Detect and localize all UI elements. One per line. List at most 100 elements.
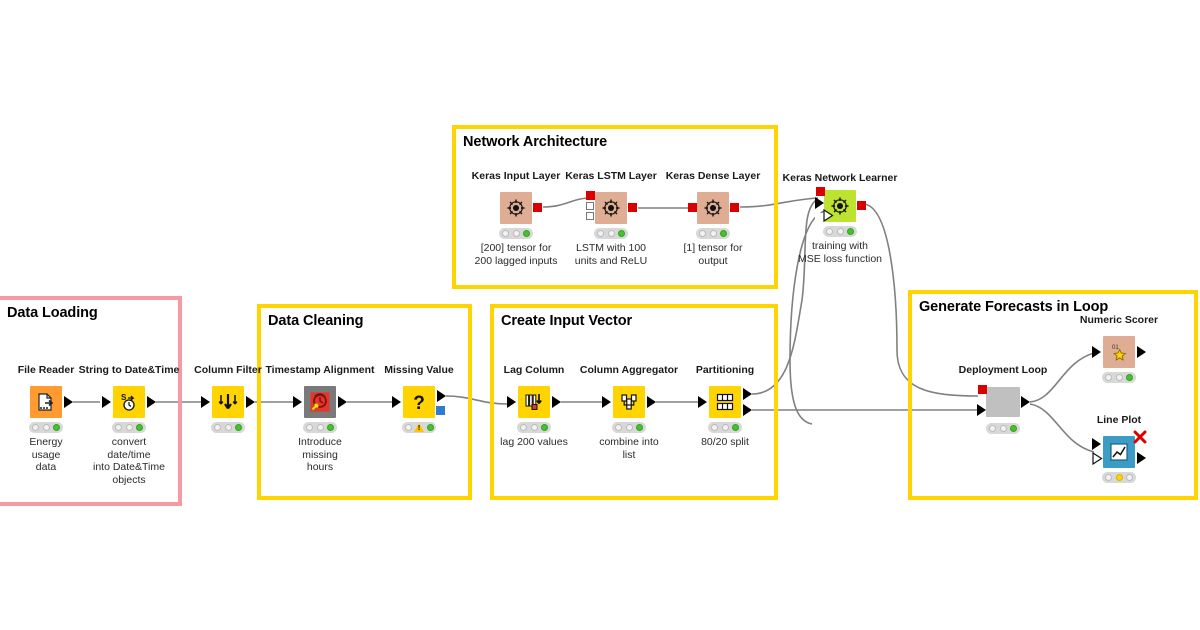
numeric-scorer-icon[interactable]: 01 <box>1103 336 1135 368</box>
port-in-partitioning[interactable] <box>698 396 707 408</box>
port-out-string-to-datetime[interactable] <box>147 396 156 408</box>
annotation-group-data-loading[interactable]: Data Loading <box>0 296 182 506</box>
port-in-keras-lstm-layer-optional-2[interactable] <box>586 212 594 220</box>
port-in-keras-lstm-layer-tensor[interactable] <box>586 191 595 200</box>
port-in-lag-column[interactable] <box>507 396 516 408</box>
lag-column-icon[interactable] <box>518 386 550 418</box>
led-warning <box>414 422 424 433</box>
node-title-numeric-scorer: Numeric Scorer <box>1079 314 1159 326</box>
node-title-column-filter: Column Filter <box>194 364 262 376</box>
led-queued <box>607 230 615 237</box>
column-filter-icon[interactable] <box>212 386 244 418</box>
led-executed <box>635 424 643 431</box>
metanode-icon[interactable] <box>986 387 1020 417</box>
port-out-line-plot[interactable] <box>1137 452 1146 464</box>
port-in-timestamp-alignment[interactable] <box>293 396 302 408</box>
port-out-keras-dense-layer[interactable] <box>730 203 739 212</box>
port-out-file-reader[interactable] <box>64 396 73 408</box>
close-icon[interactable] <box>1133 430 1147 444</box>
status-numeric-scorer <box>1102 372 1136 383</box>
led-idle <box>306 424 314 431</box>
led-queued <box>224 424 232 431</box>
keras-layer-icon[interactable] <box>595 192 627 224</box>
annotation-group-generate-forecasts[interactable]: Generate Forecasts in Loop <box>908 290 1198 500</box>
port-out-lag-column[interactable] <box>552 396 561 408</box>
port-in-column-aggregator[interactable] <box>602 396 611 408</box>
port-out-timestamp-alignment[interactable] <box>338 396 347 408</box>
port-in-numeric-scorer[interactable] <box>1092 346 1101 358</box>
file-reader-icon[interactable] <box>30 386 62 418</box>
annotation-group-network-architecture[interactable]: Network Architecture <box>452 125 778 289</box>
led-queued <box>530 424 538 431</box>
missing-value-icon[interactable]: ? <box>403 386 435 418</box>
status-keras-network-learner <box>823 226 857 237</box>
status-keras-dense-layer <box>696 228 730 239</box>
node-title-column-aggregator: Column Aggregator <box>579 364 679 376</box>
string-to-datetime-icon[interactable]: S <box>113 386 145 418</box>
status-deployment-loop <box>986 423 1020 434</box>
partitioning-icon[interactable] <box>709 386 741 418</box>
node-title-missing-value: Missing Value <box>384 364 454 376</box>
led-queued <box>709 230 717 237</box>
port-out-partitioning-first[interactable] <box>743 388 752 400</box>
port-out-keras-network-learner[interactable] <box>857 201 866 210</box>
node-desc-keras-lstm-layer: LSTM with 100 units and ReLU <box>574 242 648 267</box>
status-line-plot <box>1102 472 1136 483</box>
port-in-keras-lstm-layer-optional-1[interactable] <box>586 202 594 210</box>
node-desc-column-aggregator: combine into list <box>599 436 659 461</box>
port-in-keras-network-learner-flow-outline <box>815 208 834 222</box>
led-queued <box>42 424 50 431</box>
port-in-line-plot-data[interactable] <box>1092 438 1101 450</box>
led-queued <box>721 424 729 431</box>
timestamp-alignment-icon[interactable] <box>304 386 336 418</box>
node-title-partitioning: Partitioning <box>695 364 755 376</box>
led-executed <box>719 230 727 237</box>
port-in-keras-network-learner-data[interactable] <box>815 197 824 209</box>
status-partitioning <box>708 422 742 433</box>
annotation-group-create-input-vector[interactable]: Create Input Vector <box>490 304 778 500</box>
port-out-partitioning-second[interactable] <box>743 404 752 416</box>
node-desc-lag-column: lag 200 values <box>500 436 568 448</box>
port-out-keras-lstm-layer[interactable] <box>628 203 637 212</box>
led-idle <box>520 424 528 431</box>
port-in-column-filter[interactable] <box>201 396 210 408</box>
column-aggregator-icon[interactable] <box>613 386 645 418</box>
led-idle <box>711 424 719 431</box>
port-in-missing-value[interactable] <box>392 396 401 408</box>
port-out-deployment-loop[interactable] <box>1021 396 1030 408</box>
status-file-reader <box>29 422 63 433</box>
port-in-deployment-loop-data[interactable] <box>977 404 986 416</box>
node-desc-partitioning: 80/20 split <box>701 436 749 448</box>
node-title-text: Keras Network Learner <box>782 172 898 184</box>
status-column-filter <box>211 422 245 433</box>
port-out-column-aggregator[interactable] <box>647 396 656 408</box>
port-out-keras-input-layer[interactable] <box>533 203 542 212</box>
keras-layer-icon[interactable] <box>697 192 729 224</box>
annotation-group-data-cleaning[interactable]: Data Cleaning <box>257 304 472 500</box>
port-in-line-plot-flow[interactable] <box>1092 451 1103 470</box>
port-in-keras-dense-layer[interactable] <box>688 203 697 212</box>
led-executed <box>731 424 739 431</box>
port-out-numeric-scorer[interactable] <box>1137 346 1146 358</box>
port-in-keras-network-learner-network[interactable] <box>816 187 825 196</box>
keras-layer-icon[interactable] <box>500 192 532 224</box>
port-in-string-to-datetime[interactable] <box>102 396 111 408</box>
status-string-to-datetime <box>112 422 146 433</box>
port-in-deployment-loop-network[interactable] <box>978 385 987 394</box>
port-out-missing-value-model[interactable] <box>436 406 445 415</box>
node-title-keras-dense-layer: Keras Dense Layer <box>665 170 761 182</box>
line-plot-icon[interactable] <box>1103 436 1135 468</box>
svg-text:01: 01 <box>1112 345 1119 351</box>
port-in-keras-network-learner-flow[interactable] <box>815 209 824 221</box>
status-keras-input-layer <box>499 228 533 239</box>
led-executed <box>52 424 60 431</box>
led-idle <box>826 228 834 235</box>
node-title-line-plot: Line Plot <box>1096 414 1142 426</box>
led-idle <box>615 424 623 431</box>
port-out-missing-value[interactable] <box>437 390 446 402</box>
led-executed <box>326 424 334 431</box>
led-idle <box>1105 374 1113 381</box>
port-out-column-filter[interactable] <box>246 396 255 408</box>
led-queued <box>316 424 324 431</box>
